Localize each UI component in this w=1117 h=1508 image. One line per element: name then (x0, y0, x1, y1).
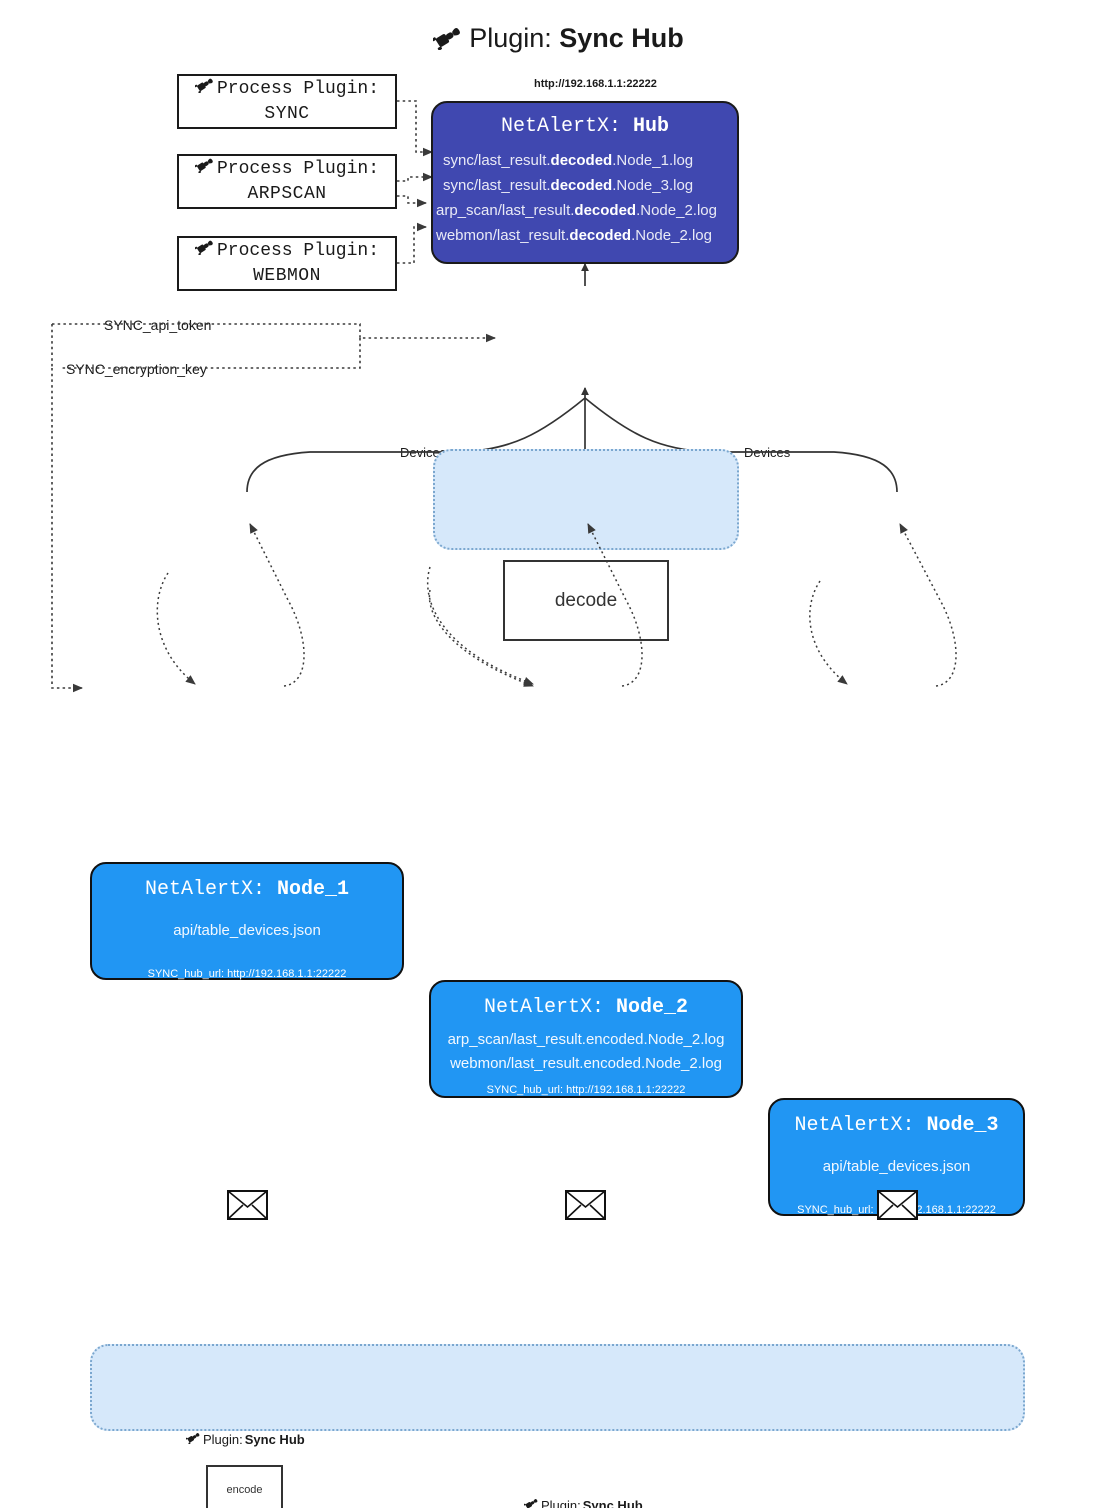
plug-icon (433, 21, 463, 61)
plug-icon (195, 238, 215, 264)
hub-log-row: arp_scan/last_result.decoded.Node_2.log (433, 198, 737, 223)
log-em: decoded (569, 227, 631, 244)
sync-hub-plugin-container (90, 1344, 1025, 1431)
title-lead: Plugin: (469, 23, 559, 53)
decode-container (433, 449, 739, 550)
hub-url-caption: http://192.168.1.1:22222 (534, 78, 657, 90)
encoder-caption-lead: Plugin: (203, 1432, 243, 1447)
hub-box[interactable]: NetAlertX: Hub sync/last_result.decoded.… (431, 101, 739, 264)
node-hub-url: SYNC_hub_url: http://192.168.1.1:22222 (431, 1083, 741, 1097)
envelope-icon[interactable] (566, 1191, 605, 1219)
log-em: decoded (551, 152, 613, 169)
node-line: webmon/last_result.encoded.Node_2.log (431, 1052, 741, 1076)
node-hub-url: SYNC_hub_url: http://192.168.1.1:22222 (92, 967, 402, 981)
process-plugin-name: ARPSCAN (247, 182, 326, 207)
plug-icon (195, 76, 215, 102)
node-hub-url: SYNC_hub_url: http://192.168.1.1:22222 (770, 1203, 1023, 1217)
node-box-node-2[interactable]: NetAlertX: Node_2 arp_scan/last_result.e… (429, 980, 743, 1098)
plug-icon (524, 1497, 539, 1508)
hub-title-prefix: NetAlertX: (501, 115, 633, 138)
node-title-name: Node_2 (616, 996, 688, 1019)
log-post: .Node_1.log (612, 152, 693, 169)
log-post: .Node_2.log (636, 202, 717, 219)
log-em: decoded (551, 177, 613, 194)
node-title-prefix: NetAlertX: (145, 878, 277, 901)
node-title-prefix: NetAlertX: (794, 1114, 926, 1137)
envelope-icon[interactable] (228, 1191, 267, 1219)
node-title-name: Node_3 (927, 1114, 999, 1137)
diagram-canvas: Plugin: Sync Hub (0, 0, 1117, 754)
log-post: .Node_3.log (612, 177, 693, 194)
process-plugin-label: Process Plugin: (217, 157, 379, 182)
process-plugin-name: WEBMON (253, 264, 321, 289)
encode-label: encode (226, 1484, 262, 1496)
encoder-caption-strong: Sync Hub (245, 1432, 305, 1447)
page-title: Plugin: Sync Hub (0, 18, 1117, 61)
node-title: NetAlertX: Node_2 (431, 996, 741, 1020)
hub-title: NetAlertX: Hub (433, 115, 737, 139)
plug-icon (195, 156, 215, 182)
encode-box-node-1[interactable]: encode (206, 1465, 283, 1508)
decode-label: decode (555, 590, 617, 612)
log-pre: arp_scan/last_result. (436, 202, 574, 219)
decode-box[interactable]: decode (503, 560, 669, 641)
secret-label-api-token: SYNC_api_token (104, 317, 211, 333)
hub-log-list: sync/last_result.decoded.Node_1.log sync… (433, 148, 737, 248)
process-plugin-box-webmon[interactable]: Process Plugin: WEBMON (177, 236, 397, 291)
node-title: NetAlertX: Node_1 (92, 878, 402, 902)
node-line: api/table_devices.json (92, 919, 402, 943)
process-plugin-box-sync[interactable]: Process Plugin: SYNC (177, 74, 397, 129)
title-strong: Sync Hub (559, 23, 684, 53)
hub-title-name: Hub (633, 115, 669, 138)
node-line: arp_scan/last_result.encoded.Node_2.log (431, 1028, 741, 1052)
log-pre: sync/last_result. (443, 152, 551, 169)
log-pre: webmon/last_result. (436, 227, 569, 244)
encoder-caption-node-2: Plugin: Sync Hub (524, 1497, 1117, 1508)
process-plugin-label: Process Plugin: (217, 239, 379, 264)
node-box-node-3[interactable]: NetAlertX: Node_3 api/table_devices.json… (768, 1098, 1025, 1216)
node-title-name: Node_1 (277, 878, 349, 901)
hub-log-row: sync/last_result.decoded.Node_1.log (433, 148, 737, 173)
log-pre: sync/last_result. (443, 177, 551, 194)
node-box-node-1[interactable]: NetAlertX: Node_1 api/table_devices.json… (90, 862, 404, 980)
encoder-caption-strong: Sync Hub (583, 1498, 643, 1508)
node-title: NetAlertX: Node_3 (770, 1114, 1023, 1138)
log-em: decoded (574, 202, 636, 219)
secret-label-encryption-key: SYNC_encryption_key (66, 361, 207, 377)
hub-log-row: sync/last_result.decoded.Node_3.log (433, 173, 737, 198)
encoder-caption-lead: Plugin: (541, 1498, 581, 1508)
plug-icon (186, 1431, 201, 1447)
hub-log-row: webmon/last_result.decoded.Node_2.log (433, 223, 737, 248)
log-post: .Node_2.log (631, 227, 712, 244)
edge-label-devices-right: Devices (741, 445, 793, 460)
encoder-caption-node-1: Plugin: Sync Hub (186, 1431, 1117, 1447)
node-title-prefix: NetAlertX: (484, 996, 616, 1019)
node-line: api/table_devices.json (770, 1155, 1023, 1179)
process-plugin-label: Process Plugin: (217, 77, 379, 102)
process-plugin-name: SYNC (264, 102, 309, 127)
process-plugin-box-arpscan[interactable]: Process Plugin: ARPSCAN (177, 154, 397, 209)
